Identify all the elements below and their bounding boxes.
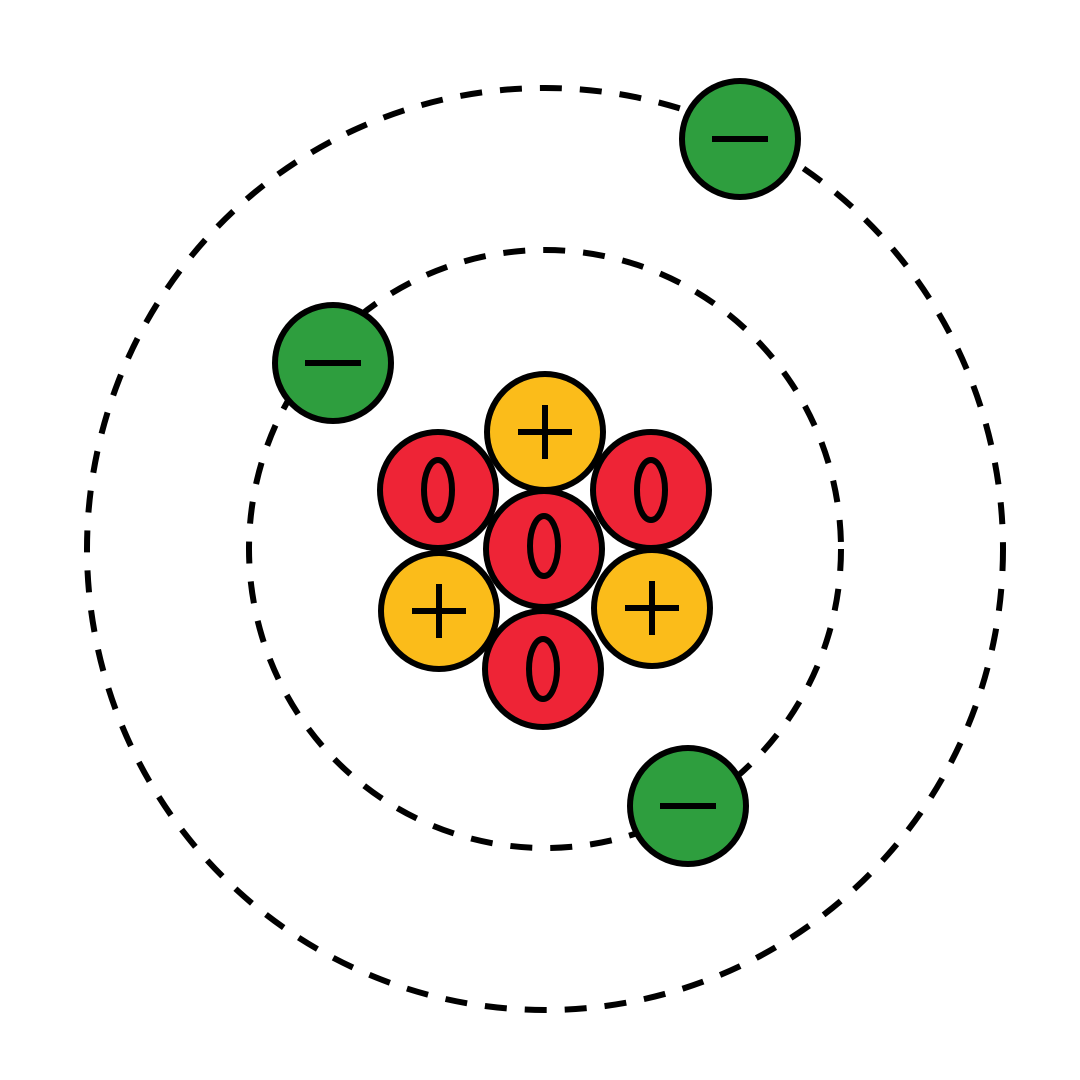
neutron-symbol [527,513,561,579]
proton-bottom-right [591,547,713,669]
neutron-symbol [421,457,455,523]
inner-orbit [246,247,844,851]
electron-inner-bottom [627,745,749,867]
nucleus [377,371,713,730]
neutron-symbol [634,457,668,523]
neutron-top-left [377,429,499,551]
outer-orbit [84,85,1006,1013]
electron-inner-left [272,302,394,424]
neutron-bottom [482,608,604,730]
proton-symbol [412,584,466,638]
proton-bottom-left [378,550,500,672]
electron-outer-top [679,78,801,200]
proton-top [484,371,606,493]
proton-symbol [625,581,679,635]
neutron-symbol [526,636,560,702]
neutron-center [483,488,605,610]
proton-symbol [518,405,572,459]
neutron-top-right [590,429,712,551]
